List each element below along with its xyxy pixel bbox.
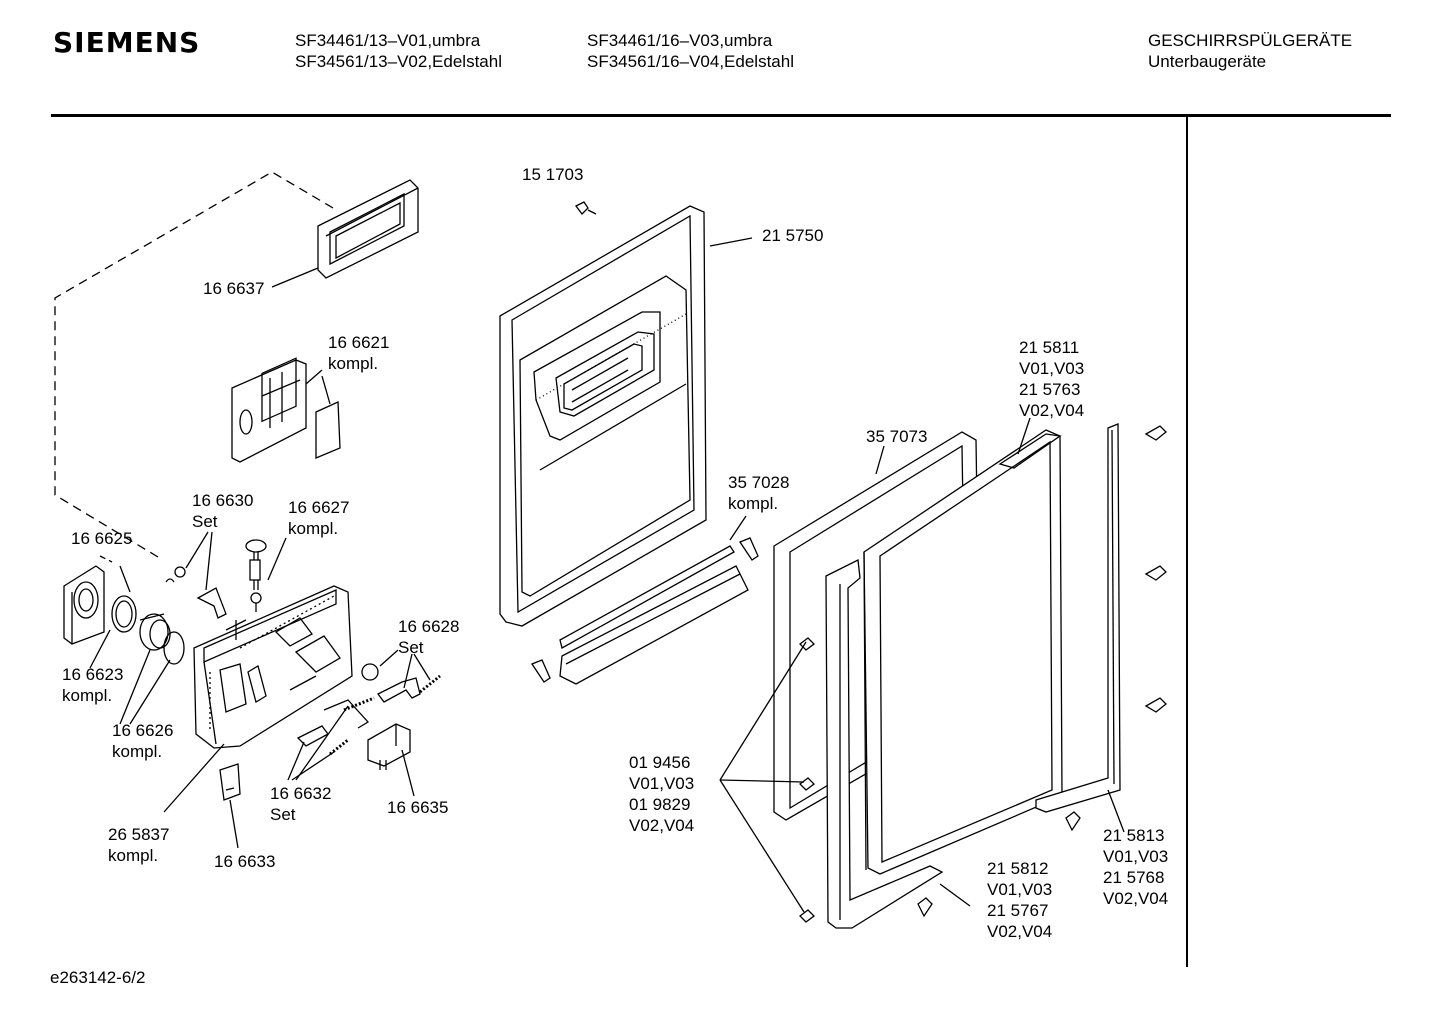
part-label-166637: 16 6637 — [203, 279, 265, 298]
part-frame-166637 — [317, 179, 419, 279]
model-line: SF34561/13–V02,Edelstahl — [295, 52, 502, 71]
part-cap-166625 — [63, 565, 105, 645]
leader-line — [185, 531, 209, 569]
model-line: SF34561/16–V04,Edelstahl — [587, 52, 794, 71]
part-frame-215813 — [1035, 423, 1121, 813]
assembly-dashed-outline — [54, 171, 334, 561]
part-pin-166627 — [245, 539, 267, 612]
leader-line — [229, 799, 239, 849]
leader-line — [99, 555, 113, 563]
leader-line — [321, 375, 331, 405]
part-dispenser-housing — [193, 585, 353, 749]
leader-line — [89, 629, 111, 669]
part-plate-166633 — [219, 763, 241, 801]
part-strips-357028 — [531, 537, 759, 685]
brand-logo: SIEMENS — [53, 26, 201, 59]
part-valve-166626 — [139, 613, 171, 651]
side-divider — [1186, 117, 1188, 967]
part-label-357073: 35 7073 — [866, 427, 928, 446]
leader-line — [379, 649, 399, 667]
drawing-id: e263142-6/2 — [50, 968, 146, 987]
part-springs-166628 — [296, 663, 441, 756]
part-label-166633: 16 6633 — [214, 852, 276, 871]
part-frame-215812 — [825, 559, 944, 929]
part-switch-166635 — [367, 723, 411, 770]
model-line: SF34461/13–V01,umbra — [295, 31, 481, 50]
leader-line — [939, 883, 971, 907]
leader-line — [719, 779, 805, 783]
header-divider — [51, 114, 1391, 117]
leader-line — [119, 565, 131, 593]
part-screw-151703 — [575, 201, 597, 215]
part-label-215750: 21 5750 — [762, 226, 824, 245]
leader-line — [119, 649, 151, 725]
leader-line — [413, 653, 431, 681]
leader-line — [1017, 417, 1031, 455]
leader-line — [205, 531, 213, 591]
leader-line — [401, 749, 415, 797]
part-screws — [799, 425, 1167, 923]
part-label-151703: 15 1703 — [522, 165, 584, 184]
category-subtitle: Unterbaugeräte — [1148, 52, 1267, 71]
part-ring — [111, 595, 137, 633]
leader-line — [719, 779, 805, 913]
part-ring — [163, 631, 185, 665]
leader-line — [305, 369, 323, 385]
leader-line — [403, 653, 413, 689]
leader-line — [163, 743, 225, 813]
leader-line — [1107, 789, 1125, 833]
leader-line — [729, 515, 747, 541]
model-line: SF34461/16–V03,umbra — [587, 31, 773, 50]
leader-line — [129, 659, 171, 725]
category-title: GESCHIRRSPÜLGERÄTE — [1148, 31, 1353, 50]
part-spring-166630 — [165, 566, 227, 619]
part-label-166625: 16 6625 — [71, 529, 133, 548]
part-inner-door-215750 — [499, 205, 707, 627]
part-filter-166621 — [231, 357, 341, 463]
leader-line — [271, 267, 319, 288]
part-label-166635: 16 6635 — [387, 798, 449, 817]
leader-line — [287, 741, 305, 781]
leader-line — [875, 445, 885, 475]
leader-line — [709, 237, 753, 247]
leader-line — [719, 641, 807, 781]
leader-line — [295, 705, 349, 781]
leader-line — [267, 537, 287, 581]
